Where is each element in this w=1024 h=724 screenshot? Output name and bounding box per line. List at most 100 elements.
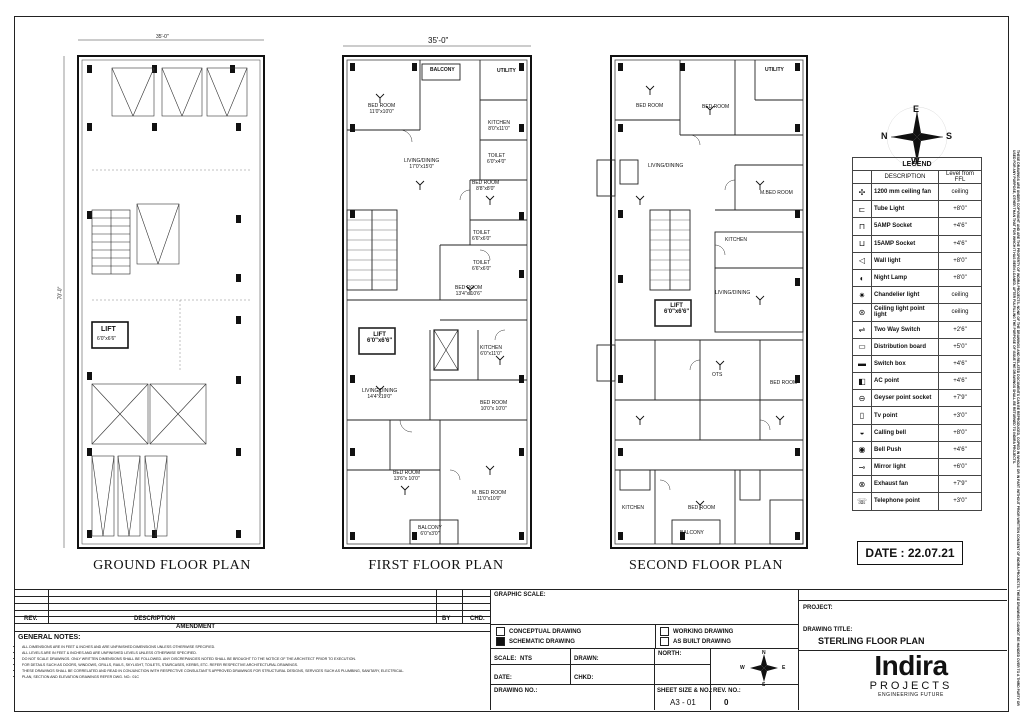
second-floor-plan	[596, 55, 808, 549]
legend-level: ceiling	[938, 303, 982, 322]
as-built-option[interactable]: AS BUILT DRAWING	[660, 637, 731, 646]
compass-s: S	[946, 131, 953, 141]
ground-width-dim: 35'-0"	[156, 34, 169, 40]
legend-row: ◉Bell Push+4'6"	[852, 440, 982, 460]
side-disclaimer-text: THESE DRAWINGS ARE UNDER COPYRIGHT AND A…	[1012, 150, 1020, 706]
legend-desc: 1200 mm ceiling fan	[871, 182, 939, 202]
north-arrow-icon	[750, 654, 778, 682]
legend-desc: Bell Push	[871, 440, 939, 460]
legend-row: ◐Night Lamp+8'0"	[852, 268, 982, 288]
legend-level: +8'0"	[938, 268, 982, 288]
mid-row	[490, 664, 710, 665]
calling-bell-icon: ◒	[852, 423, 872, 442]
title-divider-2	[798, 589, 799, 710]
conceptual-checkbox[interactable]	[496, 627, 505, 636]
second-room-label: LIFT 6'0"x6'6"	[664, 303, 690, 315]
first-room-label: KITCHEN 6'0"x11'0"	[480, 345, 502, 357]
drawing-no-label: DRAWING NO.:	[494, 688, 538, 694]
general-note: THESE DRAWINGS SHALL BE CORRELATED AND R…	[22, 668, 492, 674]
legend-level: +4'6"	[938, 217, 982, 236]
sheet-border	[14, 16, 1009, 712]
as-built-checkbox[interactable]	[660, 637, 669, 646]
first-room-label: LIVING/DINING 17'0"x15'0"	[404, 158, 440, 170]
general-note: PLAN, SECTION AND ELEVATION DRAWINGS REF…	[22, 674, 492, 680]
drawing-title-value: STERLING FLOOR PLAN	[818, 636, 925, 646]
schematic-option[interactable]: SCHEMATIC DRAWING	[496, 637, 575, 646]
legend-row: ◒Calling bell+8'0"	[852, 423, 982, 442]
legend-level: ceiling	[938, 286, 982, 305]
north-e: E	[782, 665, 786, 671]
legend-title: LEGEND	[852, 157, 982, 171]
second-room-label: BED ROOM	[770, 380, 798, 386]
geyser-icon: ⊖	[852, 389, 872, 408]
exhaust-fan-icon: ⊗	[852, 475, 872, 494]
date-box: DATE : 22.07.21	[857, 541, 963, 565]
first-room-label: TOILET 6'0"x4'0"	[487, 153, 507, 165]
rev-label: REV.	[24, 616, 38, 622]
socket-15a-icon: ⊔	[852, 234, 872, 253]
brand-logo: Indira PROJECTS ENGINEERING FUTURE	[856, 650, 966, 699]
legend-level: +3'0"	[938, 492, 982, 511]
second-room-label: BED ROOM	[688, 505, 716, 511]
mid-col	[655, 624, 656, 648]
description-label: DESCRIPTION	[134, 616, 176, 622]
legend-level: +4'6"	[938, 440, 982, 460]
legend-desc: Geyser point socket	[871, 389, 939, 408]
general-note: FOR DETAILS SUCH AS DOORS, WINDOWS, GRIL…	[22, 662, 492, 668]
first-floor-plan	[342, 45, 532, 549]
legend-row: ▬Switch box+4'6"	[852, 354, 982, 374]
tube-light-icon: ⊏	[852, 200, 872, 219]
working-option[interactable]: WORKING DRAWING	[660, 627, 733, 636]
legend-desc: Mirror light	[871, 457, 939, 477]
ground-depth-dim: 70'-0"	[57, 286, 64, 300]
legend-desc: Telephone point	[871, 492, 939, 511]
first-room-label: TOILET 6'6"x6'0"	[472, 260, 492, 272]
north-w: W	[740, 665, 745, 671]
title-block-top	[14, 589, 1007, 590]
legend-level: +7'9"	[938, 475, 982, 494]
conceptual-option[interactable]: CONCEPTUAL DRAWING	[496, 627, 581, 636]
first-room-label: BED ROOM 13'6"x 10'0"	[393, 470, 421, 482]
sheet-size-label: SHEET SIZE & NO.:	[657, 688, 713, 694]
amend-row	[14, 616, 490, 617]
first-room-label: UTILITY	[497, 68, 516, 74]
scale-label: SCALE:	[494, 656, 517, 662]
legend-row: ⊸Mirror light+6'0"	[852, 457, 982, 477]
rev-no-label: REV. NO.:	[713, 688, 741, 694]
legend-row: ▯Tv point+3'0"	[852, 406, 982, 425]
first-room-label: LIVING/DINING 14'4"x19'0"	[362, 388, 398, 400]
north-s: S	[762, 682, 766, 688]
second-room-label: BED ROOM	[636, 103, 664, 109]
legend-col-level: Level from FFL	[938, 170, 982, 184]
amend-col	[48, 589, 49, 624]
general-note: DO NOT SCALE DRAWINGS. ONLY WRITTEN DIME…	[22, 656, 492, 662]
mid-col	[710, 648, 711, 710]
working-checkbox[interactable]	[660, 627, 669, 636]
north-label: NORTH:	[658, 651, 682, 657]
compass-n: N	[881, 131, 888, 141]
as-built-label: AS BUILT DRAWING	[673, 639, 731, 646]
first-width-dim: 35'-0"	[428, 36, 449, 45]
legend-row: ◁Wall light+8'0"	[852, 251, 982, 270]
legend-desc: Night Lamp	[871, 268, 939, 288]
brand-name: Indira	[874, 650, 948, 681]
general-notes-list: ALL DIMENSIONS ARE IN FEET & INCHES AND …	[8, 644, 492, 680]
mid-col	[654, 648, 655, 710]
legend-level: +4'6"	[938, 234, 982, 253]
legend-desc: Wall light	[871, 251, 939, 270]
schematic-checkbox[interactable]	[496, 637, 505, 646]
ceiling-light-icon: ⊛	[852, 303, 872, 322]
legend-level: +2'6"	[938, 320, 982, 339]
second-room-label: KITCHEN	[725, 237, 747, 243]
distribution-board-icon: ▭	[852, 337, 872, 356]
amend-row	[14, 596, 490, 597]
telephone-icon: ☏	[852, 492, 872, 511]
first-room-label: M. BED ROOM 11'0"x10'0"	[472, 490, 507, 502]
amend-row	[14, 623, 490, 624]
mid-row	[490, 648, 798, 649]
scale-value: NTS	[520, 656, 532, 662]
first-room-label: KITCHEN 8'0"x11'0"	[488, 120, 510, 132]
